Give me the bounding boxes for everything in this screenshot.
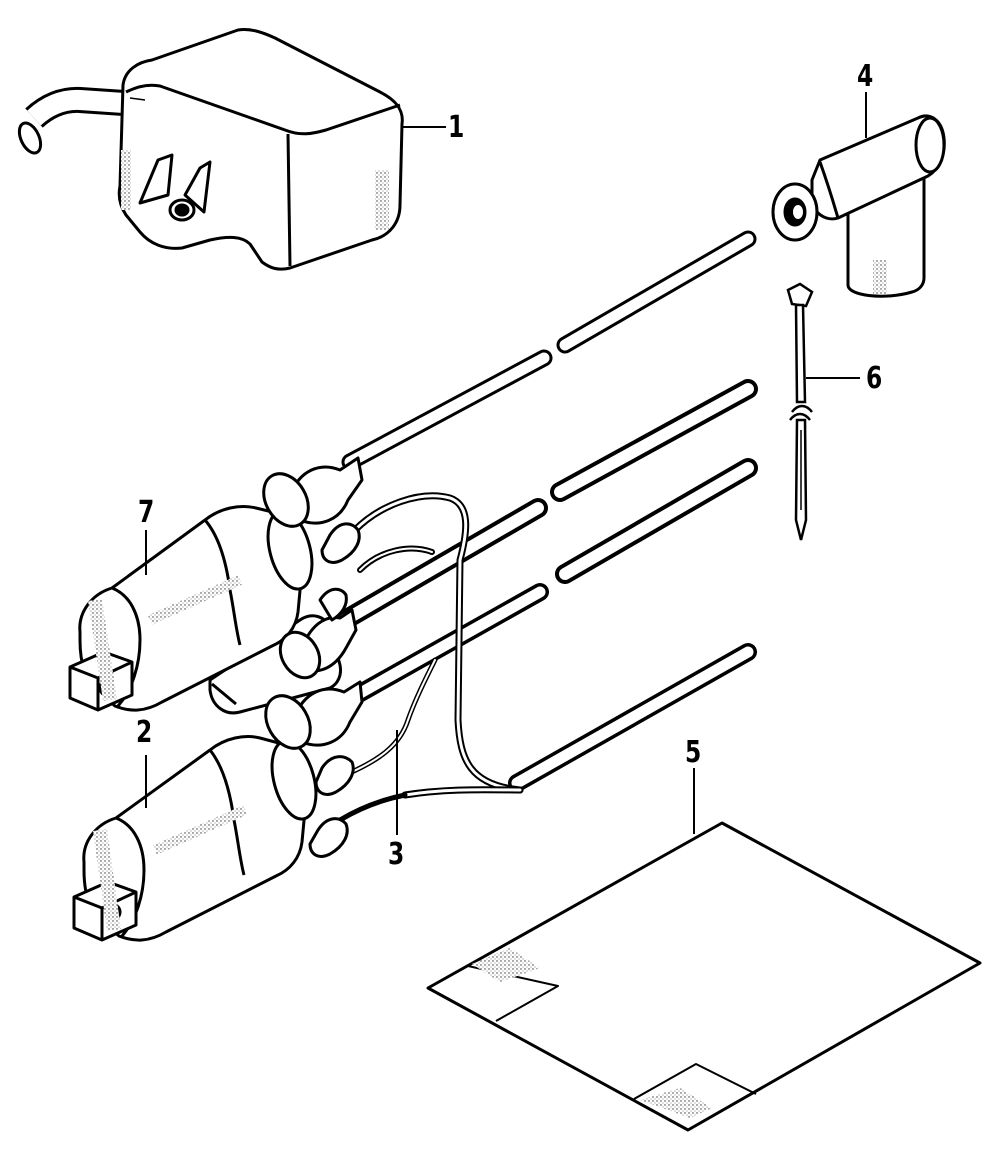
callout-5: 5 xyxy=(685,735,702,770)
decal-sheet-icon xyxy=(426,821,982,1132)
spark-plug-cap-icon xyxy=(771,114,946,298)
ignition-coil-lower-icon xyxy=(72,680,364,942)
callout-4: 4 xyxy=(857,59,874,94)
callout-2: 2 xyxy=(136,715,153,750)
callout-6: 6 xyxy=(866,361,883,396)
callout-7: 7 xyxy=(138,495,155,530)
high-tension-wire-icon xyxy=(335,230,758,823)
callout-1: 1 xyxy=(448,110,465,145)
cable-tie-icon xyxy=(786,282,814,541)
ignition-coil-upper-icon xyxy=(68,456,364,715)
cdi-unit-icon xyxy=(17,28,404,271)
callout-3: 3 xyxy=(388,837,405,872)
